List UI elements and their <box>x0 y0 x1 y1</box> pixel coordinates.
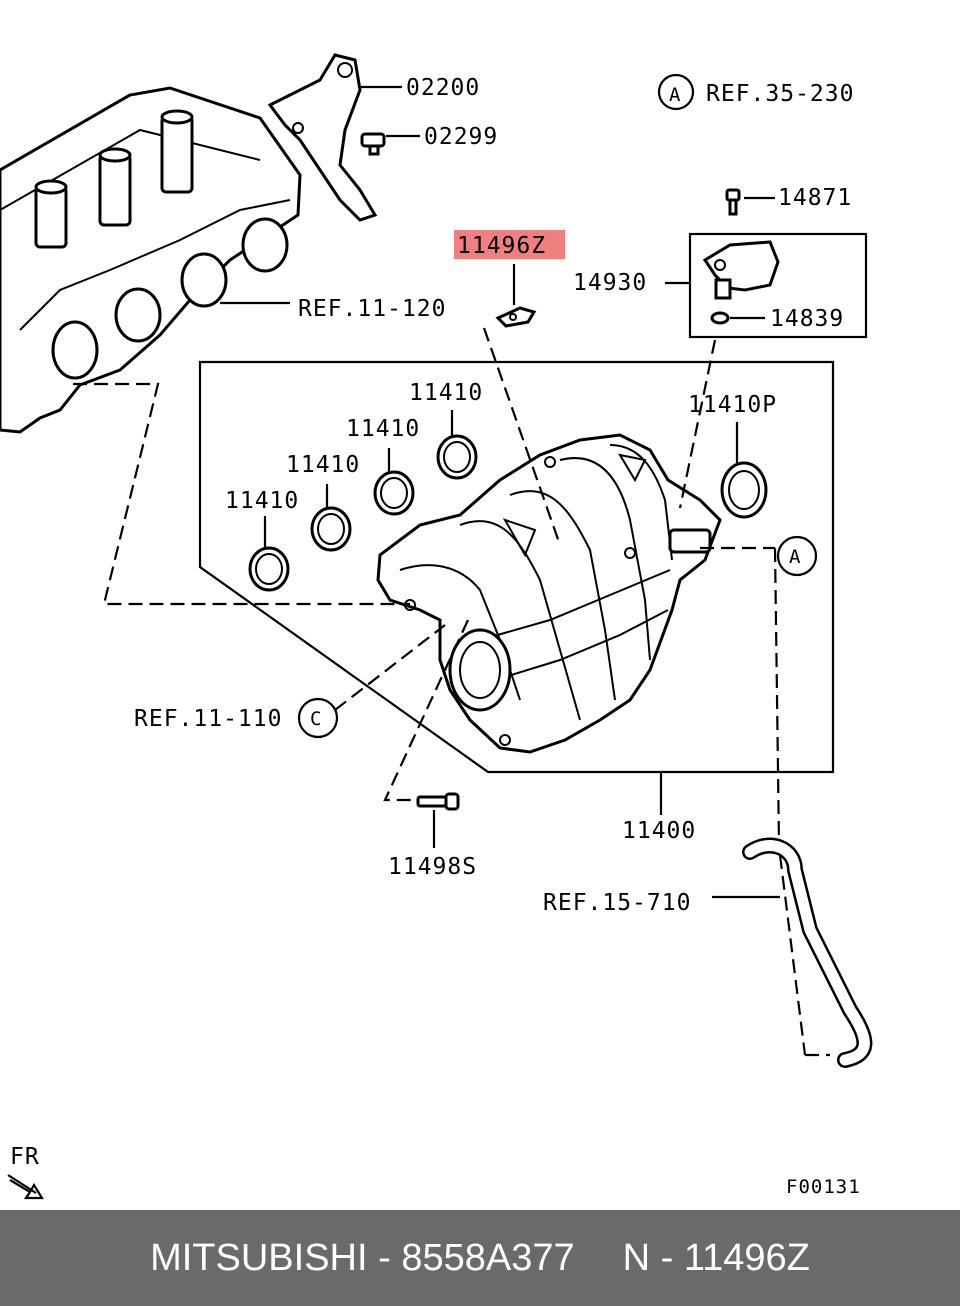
label-callout-c: C <box>310 708 322 730</box>
label-callout-a: A <box>789 546 801 568</box>
label-14871: 14871 <box>778 185 852 211</box>
label-gasket-2: 11410 <box>286 452 360 478</box>
callout-circle-a-top <box>657 73 695 111</box>
label-14930: 14930 <box>573 270 647 296</box>
label-11496z: 11496Z <box>457 233 546 259</box>
label-gasket-1: 11410 <box>225 488 299 514</box>
label-11400: 11400 <box>622 818 696 844</box>
sensor-14930 <box>702 240 780 300</box>
bracket-02200 <box>267 53 378 222</box>
label-ref-11-110: REF.11-110 <box>134 706 282 732</box>
label-gasket-4: 11410 <box>409 380 483 406</box>
callout-circle-c <box>297 697 339 739</box>
label-fr: FR <box>10 1144 40 1170</box>
parts-diagram: 02200 02299 A REF.35-230 14871 11496Z 14… <box>0 53 873 1200</box>
intake-manifold <box>376 433 722 754</box>
label-ref-15-710: REF.15-710 <box>543 890 691 916</box>
cylinder-head <box>0 86 302 434</box>
label-ref-11-120: REF.11-120 <box>298 296 446 322</box>
label-callout-a-top: A <box>669 84 681 106</box>
label-02200: 02200 <box>406 75 480 101</box>
footer-brand: MITSUBISHI - 8558A377 <box>150 1236 575 1279</box>
hose <box>742 837 873 1068</box>
footer-part: N - 11496Z <box>622 1236 810 1279</box>
highlight-box <box>454 230 565 259</box>
label-gasket-p: 11410P <box>688 392 777 418</box>
label-02299: 02299 <box>424 124 498 150</box>
callout-circle-a <box>776 535 818 577</box>
label-gasket-3: 11410 <box>346 416 420 442</box>
bolt-02299 <box>360 132 386 156</box>
label-ref-35-230: REF.35-230 <box>706 81 854 107</box>
front-arrow-icon <box>7 1174 44 1200</box>
o-ring-14839 <box>710 311 730 325</box>
part-11496z <box>495 306 537 328</box>
bolt-11498s <box>416 792 460 811</box>
gasket-rings <box>248 434 768 592</box>
label-11498s: 11498S <box>388 854 477 880</box>
footer-bar: MITSUBISHI - 8558A377 N - 11496Z <box>0 1210 960 1306</box>
label-figure-code: F00131 <box>786 1176 861 1198</box>
bolt-14871 <box>725 188 741 216</box>
label-14839: 14839 <box>770 306 844 332</box>
